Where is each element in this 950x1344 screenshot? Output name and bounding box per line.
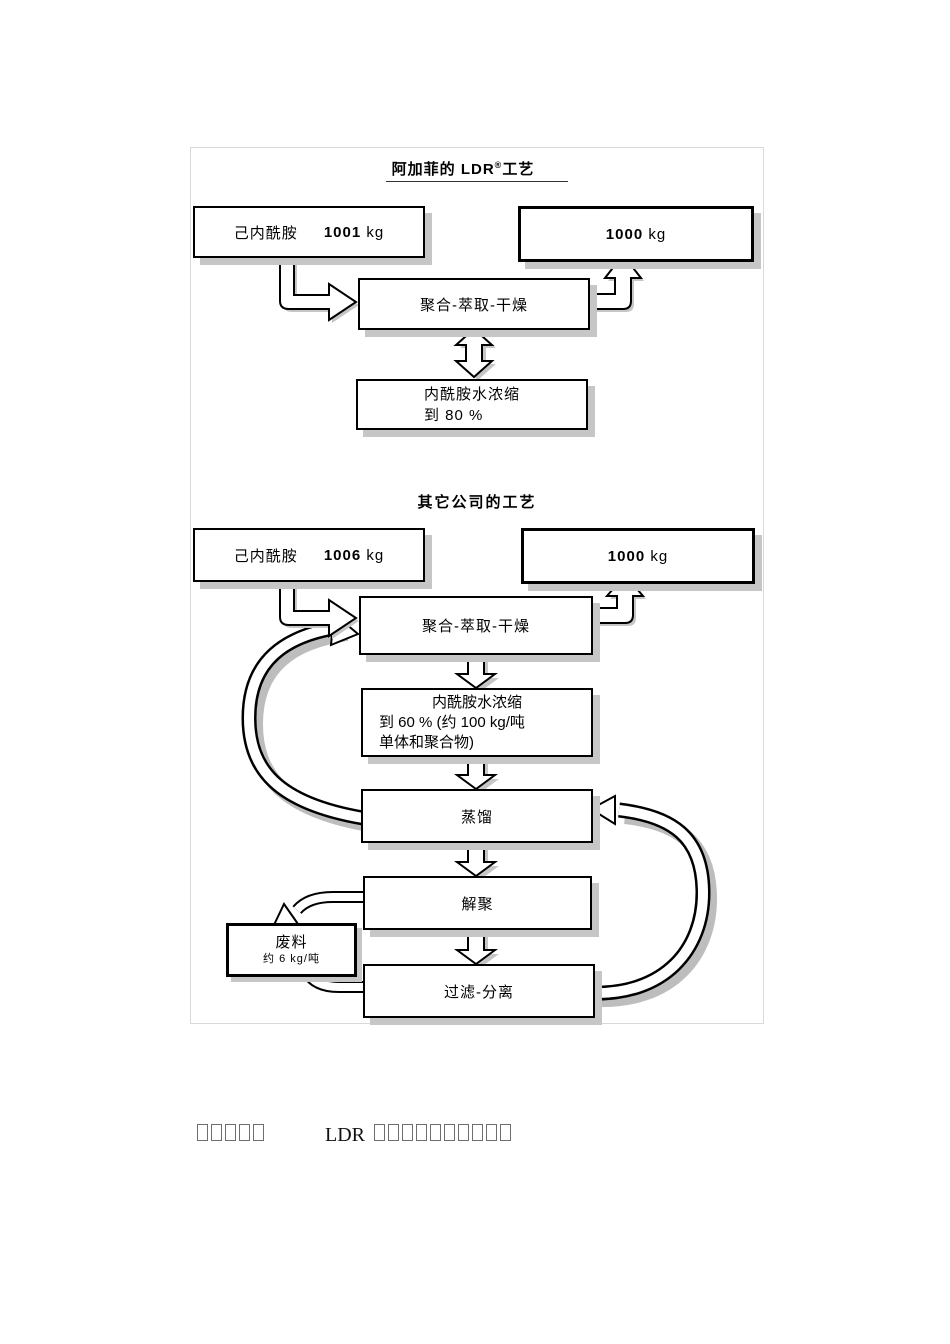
ldr-latin: LDR	[460, 161, 495, 178]
waste-amount: 约 6 kg/吨	[263, 953, 320, 965]
input-label: 己内酰胺	[233, 224, 298, 242]
missing-glyph-box	[197, 1124, 208, 1141]
output-value: 1000	[605, 225, 644, 243]
box-process-1: 聚合-萃取-干燥	[358, 278, 590, 330]
missing-glyph-box	[388, 1124, 399, 1141]
missing-glyph-box	[458, 1124, 469, 1141]
caption: LDR	[197, 1122, 514, 1148]
arrow-loop-filter-to-distill-inner	[588, 805, 709, 999]
concentrate-line2: 到 60 % (约 100 kg/吨	[379, 713, 525, 731]
filtration-label: 过滤-分离	[444, 983, 514, 1001]
missing-glyph-box	[225, 1124, 236, 1141]
box-waste: 废料 约 6 kg/吨	[226, 923, 357, 977]
arrow-input-to-process-1	[279, 253, 358, 322]
arrow-input-to-process-2	[279, 577, 358, 638]
input-label: 己内酰胺	[233, 547, 298, 565]
box-concentrate-1: 内酰胺水浓缩 到 80 %	[356, 379, 588, 430]
box-distillation: 蒸馏	[361, 789, 593, 843]
section2-title: 其它公司的工艺	[417, 494, 537, 511]
depolymerization-label: 解聚	[461, 895, 494, 913]
concentrate-line2: 到 80 %	[424, 406, 484, 424]
missing-glyph-box	[444, 1124, 455, 1141]
input-unit: kg	[366, 546, 385, 564]
input-unit: kg	[366, 223, 385, 241]
arrow-process-to-output-1	[585, 253, 644, 310]
box-concentrate-2: 内酰胺水浓缩 到 60 % (约 100 kg/吨 单体和聚合物)	[361, 688, 593, 757]
box-caprolactam-input-1: 己内酰胺 1001 kg	[193, 206, 425, 258]
arrow-loop-distill-to-process-inner	[243, 622, 364, 823]
caption-tofu-group-after	[374, 1124, 514, 1146]
concentrate-line1: 内酰胺水浓缩	[424, 385, 521, 403]
arrow-process-to-output-2	[588, 573, 646, 624]
output-unit: kg	[650, 547, 669, 565]
missing-glyph-box	[374, 1124, 385, 1141]
missing-glyph-box	[416, 1124, 427, 1141]
output-value: 1000	[607, 547, 646, 565]
concentrate-line3: 单体和聚合物)	[379, 733, 474, 751]
missing-glyph-box	[211, 1124, 222, 1141]
output-unit: kg	[648, 225, 667, 243]
box-caprolactam-input-2: 己内酰胺 1006 kg	[193, 528, 425, 582]
caption-tofu-group-before	[197, 1124, 267, 1146]
box-process-2: 聚合-萃取-干燥	[359, 596, 593, 655]
caption-ldr-text: LDR	[325, 1123, 365, 1146]
arrow-loop-head-right	[589, 794, 616, 826]
arrow-depoly-to-waste-inner	[293, 893, 363, 913]
flow-arrows-layer	[241, 253, 718, 1008]
box-output-2: 1000 kg	[521, 528, 755, 584]
section1-title: 阿加菲的 LDR®工艺	[191, 158, 763, 182]
process-label: 聚合-萃取-干燥	[422, 618, 530, 635]
missing-glyph-box	[239, 1124, 250, 1141]
input-value: 1001	[323, 223, 362, 241]
missing-glyph-box	[402, 1124, 413, 1141]
process-label: 聚合-萃取-干燥	[420, 296, 528, 314]
missing-glyph-box	[486, 1124, 497, 1141]
input-value: 1006	[323, 546, 362, 564]
arrow-double-process-concentrate-1	[453, 327, 495, 379]
waste-label: 废料	[275, 934, 308, 951]
missing-glyph-box	[472, 1124, 483, 1141]
distillation-label: 蒸馏	[460, 808, 493, 826]
missing-glyph-box	[500, 1124, 511, 1141]
missing-glyph-box	[253, 1124, 264, 1141]
flowchart-frame: 阿加菲的 LDR®工艺 己内酰胺 1001 kg 1000 kg 聚合-萃取-干燥…	[190, 147, 764, 1024]
registered-mark: ®	[494, 160, 503, 170]
concentrate-line1: 内酰胺水浓缩	[431, 693, 522, 711]
missing-glyph-box	[430, 1124, 441, 1141]
box-output-1: 1000 kg	[518, 206, 754, 262]
arrow-depoly-to-filter	[453, 925, 499, 966]
box-depolymerization: 解聚	[363, 876, 592, 930]
box-filtration-separation: 过滤-分离	[363, 964, 595, 1018]
